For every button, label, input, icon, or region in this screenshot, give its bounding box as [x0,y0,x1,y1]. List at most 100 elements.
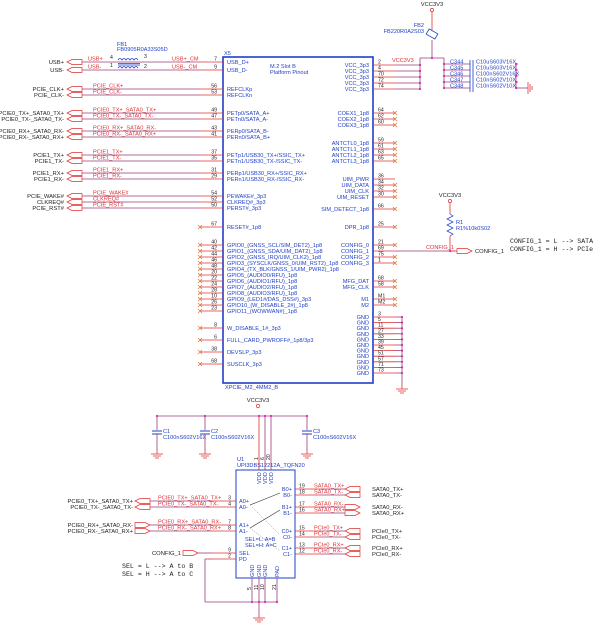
pin-name: GND [357,321,369,327]
offpage-connector[interactable] [66,59,83,65]
offpage-connector[interactable] [66,86,83,92]
pin-number: 8 [228,526,231,532]
offpage-connector[interactable] [66,205,83,211]
pin-number: 64 [378,108,384,114]
offpage-connector[interactable] [344,545,361,551]
offpage-connector[interactable] [344,534,361,540]
pin-name: B1+ [282,505,292,511]
net-label: SATA0_RX- [314,502,344,508]
pin-number: 66 [378,204,384,210]
pin-number: 43 [211,126,217,132]
pin-name: C1+ [282,546,292,552]
pin-name: CONFIG_0 [341,243,369,249]
pin-number: 1 [378,258,381,264]
pin-number: M2 [378,300,385,306]
offpage-connector[interactable] [66,193,83,199]
pin-number: 74 [378,84,384,90]
port-label: CONFIG_1 [152,551,181,557]
no-connect-icon [197,337,203,343]
offpage-connector[interactable] [66,134,83,140]
pin-number: 45 [378,345,384,351]
pin-name: GND [357,371,369,377]
pin-number: 19 [299,484,305,490]
pin-number: 50 [211,203,217,209]
config-offpage-connector[interactable] [456,248,473,254]
cap-ref: C1 [163,429,170,435]
pin-name: VDD [269,472,275,484]
offpage-connector[interactable] [344,504,361,510]
pin-name: PERn0/SATA_B+ [227,135,270,141]
cap-value: C100nS602V16X [211,435,255,441]
offpage-connector[interactable] [66,92,83,98]
pin-number: 33 [378,334,384,340]
port-label: PCIE0_RX-_SATA0_RX+ [68,529,134,535]
pin-number: 71 [378,362,384,368]
pin-number: 67 [211,222,217,228]
pin-name: GPIO5_(AUDIO0/RFU)_1p8 [227,273,297,279]
net-label: USB+ [88,57,103,63]
pin-name: A0- [239,505,248,511]
offpage-connector[interactable] [134,522,151,528]
offpage-connector[interactable] [134,504,151,510]
offpage-connector[interactable] [344,486,361,492]
capacitor-icon [302,430,312,435]
pin-name: GND [357,349,369,355]
offpage-connector[interactable] [66,116,83,122]
pin-name: UIM_CLK [345,189,370,195]
no-connect-icon [392,206,398,212]
pin-number: 48 [211,264,217,270]
pin-number: 11 [254,585,260,590]
cap-value: C10uS603V16X [476,66,516,72]
pin-number: 75 [378,252,384,258]
pin-number: 59 [378,138,384,144]
pin-name: B1- [283,511,292,517]
pin-number: 5 [378,317,381,323]
m2-part-number: XPCIE_M2_4MM2_B [225,385,278,391]
fb1-part: FB0905R0A33S05D [117,47,168,53]
offpage-connector[interactable] [66,110,83,116]
net-label: USB- [88,65,102,71]
offpage-connector[interactable] [344,528,361,534]
cap-ref: C3 [313,429,320,435]
pin-name: RESET#_1p8 [227,225,261,231]
offpage-connector[interactable] [66,128,83,134]
pin-number: 26 [211,300,217,306]
offpage-connector[interactable] [66,170,83,176]
u1-ref: U1 [237,457,244,463]
offpage-connector[interactable] [66,158,83,164]
pin-number: 3 [378,312,381,318]
ground-icon [527,82,533,94]
offpage-connector[interactable] [182,550,199,556]
no-connect-icon [197,349,203,355]
net-label: PCIE_WAKE# [93,191,129,197]
pin-number: M1 [378,294,385,300]
offpage-connector[interactable] [344,551,361,557]
pin-name: CONFIG_1 [341,249,369,255]
net-label: PCIE0_RX+_SATA0_RX- [158,520,221,526]
offpage-connector[interactable] [66,176,83,182]
pin-number: 69 [378,246,384,252]
no-connect-icon [197,308,203,314]
cap-ref: C347 [450,78,463,84]
pin-number: 57 [378,356,384,362]
config-note: CONFIG_1 = H --> PCIe [510,246,593,253]
pin-name: GND [357,337,369,343]
pin-name: GPIO7_(AUDIO2/RFU)_1p8 [227,285,297,291]
port-label: SATA0_RX- [372,505,403,511]
port-label: PCIE0_RX+_SATA0_RX- [68,523,133,529]
offpage-connector[interactable] [134,498,151,504]
ferrite-bead-icon [425,28,439,40]
offpage-connector[interactable] [344,492,361,498]
port-label: PCIE0_TX+_SATA0_TX+ [67,499,133,505]
pin-number: 27 [378,328,384,334]
pin-number: 2 [228,554,231,560]
no-connect-icon [197,266,203,272]
offpage-connector[interactable] [66,152,83,158]
offpage-connector[interactable] [66,67,83,73]
offpage-connector[interactable] [66,199,83,205]
fb2-part: FB220R0A2S03 [384,29,424,35]
offpage-connector[interactable] [344,510,361,516]
offpage-connector[interactable] [134,528,151,534]
cap-ref: C345 [450,66,463,72]
pin-name: W_DISABLE_1#_3p3 [227,326,281,332]
